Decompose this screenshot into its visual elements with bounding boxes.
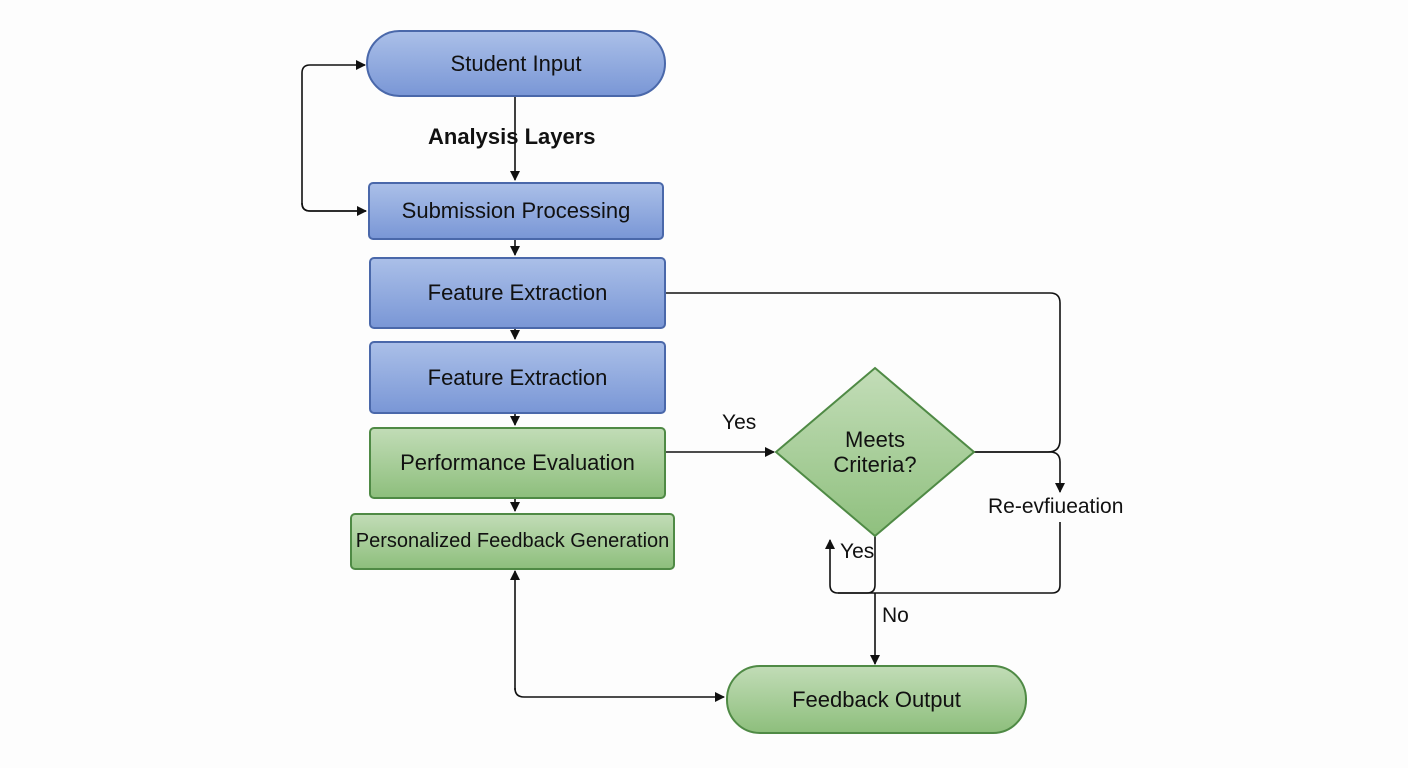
decision-label-box: Meets Criteria? (800, 418, 950, 486)
loop-arrow-to-student-input (301, 60, 366, 212)
node-performance-evaluation-label: Performance Evaluation (400, 450, 635, 475)
node-performance-evaluation: Performance Evaluation (369, 427, 666, 499)
decision-label: Meets Criteria? (833, 427, 917, 477)
node-student-input-label: Student Input (450, 50, 582, 76)
decision-diamond (774, 366, 976, 538)
line-reevaluation-return (825, 522, 1061, 594)
label-analysis-layers: Analysis Layers (428, 124, 596, 149)
loop-arrow-to-submission (301, 202, 367, 216)
node-feature-extraction-1-label: Feature Extraction (427, 280, 608, 305)
node-feature-extraction-1: Feature Extraction (369, 257, 666, 329)
node-feature-extraction-2: Feature Extraction (369, 341, 666, 414)
label-no: No (882, 604, 909, 627)
node-personalized-feedback-label: Personalized Feedback Generation (355, 530, 670, 552)
label-yes-top: Yes (722, 411, 757, 434)
line-feature1-to-right (666, 292, 1061, 453)
node-personalized-feedback: Personalized Feedback Generation (350, 513, 675, 570)
label-reevaluation: Re-evfiueation (988, 495, 1124, 519)
node-student-input: Student Input (366, 30, 666, 97)
node-feedback-output: Feedback Output (726, 665, 1027, 734)
label-yes-bottom: Yes (840, 540, 875, 563)
node-submission-processing: Submission Processing (368, 182, 664, 240)
line-decision-yes-loop (838, 536, 876, 594)
arrow-decision-to-reevaluation (974, 451, 1065, 493)
node-feature-extraction-2-label: Feature Extraction (427, 364, 608, 390)
arrow-personalized-to-output (514, 687, 725, 702)
node-submission-processing-label: Submission Processing (401, 198, 631, 223)
node-feedback-output-label: Feedback Output (792, 686, 961, 712)
